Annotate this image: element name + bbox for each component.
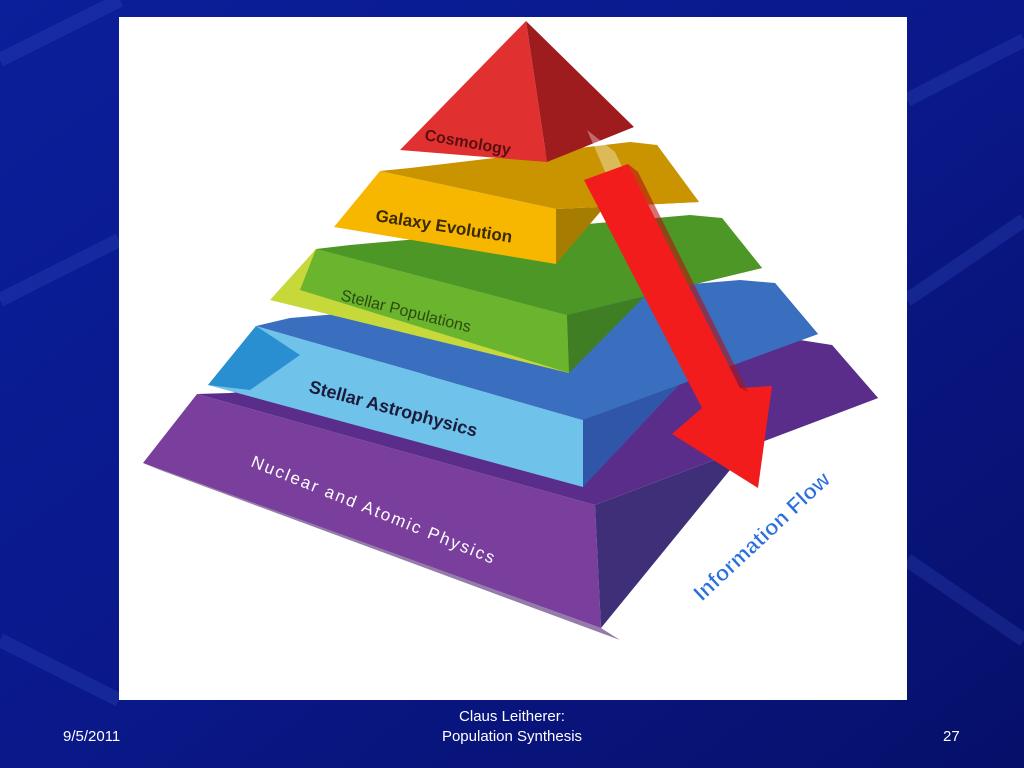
footer-date: 9/5/2011 bbox=[63, 728, 121, 745]
footer-page-number: 27 bbox=[943, 728, 960, 745]
footer-title: Claus Leitherer: Population Synthesis bbox=[412, 707, 612, 747]
footer-title-line1: Claus Leitherer: bbox=[459, 708, 565, 725]
footer-title-line2: Population Synthesis bbox=[441, 728, 583, 745]
information-flow-arrow bbox=[584, 164, 772, 488]
